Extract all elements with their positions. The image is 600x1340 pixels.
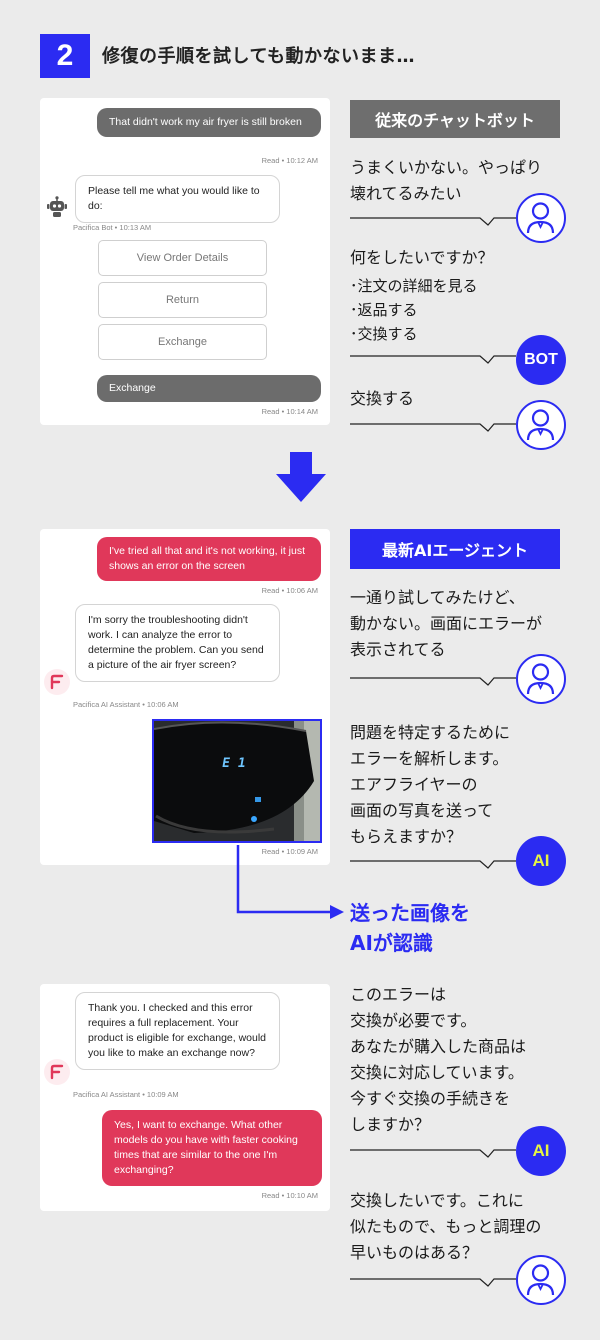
connector-arrow xyxy=(236,845,344,919)
speech-tail-line xyxy=(350,423,516,432)
user-message: Yes, I want to exchange. What other mode… xyxy=(102,1110,322,1186)
user-avatar xyxy=(516,400,566,450)
chat-panel-legacy: That didn't work my air fryer is still b… xyxy=(40,98,330,425)
read-timestamp: Read • 10:09 AM xyxy=(261,847,318,856)
legacy-chatbot-label: 従来のチャットボット xyxy=(350,100,560,138)
ai-dialogue: 問題を特定するために エラーを解析します。 エアフライヤーの 画面の写真を送って… xyxy=(350,723,511,846)
bot-avatar: BOT xyxy=(516,335,566,385)
user-message: I've tried all that and it's not working… xyxy=(97,537,321,581)
user-dialogue: 交換する xyxy=(350,389,415,408)
ai-dialogue: このエラーは 交換が必要です。 あなたが購入した商品は 交換に対応しています。 … xyxy=(350,985,527,1134)
error-code-text: E 1 xyxy=(220,756,247,771)
user-icon xyxy=(526,663,555,695)
ai-timestamp: Pacifica AI Assistant • 10:09 AM xyxy=(73,1090,179,1099)
read-timestamp: Read • 10:06 AM xyxy=(261,586,318,595)
speech-tail-line xyxy=(350,1278,516,1287)
robot-icon xyxy=(45,196,69,218)
bot-option-list: ･注文の詳細を見る ･返品する ･交換する xyxy=(350,277,478,343)
user-icon xyxy=(526,1264,555,1296)
down-arrow-icon xyxy=(276,452,326,502)
read-timestamp: Read • 10:10 AM xyxy=(261,1191,318,1200)
bot-question: 何をしたいですか？ xyxy=(350,248,494,267)
option-return[interactable]: Return xyxy=(98,282,267,318)
user-message: Exchange xyxy=(97,375,321,402)
read-timestamp: Read • 10:12 AM xyxy=(261,156,318,165)
bot-message: Please tell me what you would like to do… xyxy=(75,175,280,223)
option-exchange[interactable]: Exchange xyxy=(98,324,267,360)
user-message: That didn't work my air fryer is still b… xyxy=(97,108,321,137)
speech-tail-line xyxy=(350,860,516,869)
user-avatar xyxy=(516,193,566,243)
pacifica-logo-icon xyxy=(44,669,70,695)
ai-timestamp: Pacifica AI Assistant • 10:06 AM xyxy=(73,700,179,709)
pacifica-logo-icon xyxy=(44,1059,70,1085)
speech-tail-line xyxy=(350,217,516,226)
ai-agent-label: 最新AIエージェント xyxy=(350,529,560,569)
speech-tail-line xyxy=(350,355,516,364)
user-icon xyxy=(526,202,555,234)
user-icon xyxy=(526,409,555,441)
speech-tail-line xyxy=(350,1149,516,1158)
ai-message: Thank you. I checked and this error requ… xyxy=(75,992,280,1070)
step-number-badge: 2 xyxy=(40,34,90,78)
ai-avatar: AI xyxy=(516,836,566,886)
ai-avatar: AI xyxy=(516,1126,566,1176)
user-dialogue: うまくいかない。やっぱり 壊れてるみたい xyxy=(350,158,543,203)
chat-panel-ai: I've tried all that and it's not working… xyxy=(40,529,330,865)
chat-panel-ai-continued: Thank you. I checked and this error requ… xyxy=(40,984,330,1211)
ai-message: I'm sorry the troubleshooting didn't wor… xyxy=(75,604,280,682)
user-dialogue: 一通り試してみたけど、 動かない。画面にエラーが 表示されてる xyxy=(350,588,543,659)
user-dialogue: 交換したいです。これに 似たもので、もっと調理の 早いものはある？ xyxy=(350,1191,542,1262)
option-view-order-details[interactable]: View Order Details xyxy=(98,240,267,276)
speech-tail-line xyxy=(350,677,516,686)
bot-timestamp: Pacifica Bot • 10:13 AM xyxy=(73,223,152,232)
air-fryer-photo: E 1 xyxy=(152,719,322,843)
image-recognition-highlight: 送った画像を AIが認識 xyxy=(350,901,470,955)
step-title: 修復の手順を試しても動かないまま… xyxy=(102,46,416,67)
read-timestamp: Read • 10:14 AM xyxy=(261,407,318,416)
user-avatar xyxy=(516,1255,566,1305)
user-avatar xyxy=(516,654,566,704)
